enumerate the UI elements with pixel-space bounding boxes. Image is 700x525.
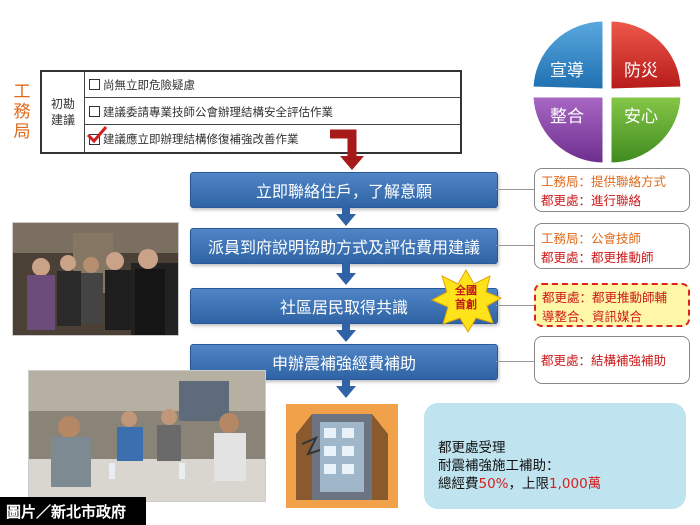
- first-in-nation-badge: 全國 首創: [430, 268, 503, 334]
- flow-arrow-down-icon: [336, 386, 356, 398]
- form-option-label: 建議委請專業技師公會辦理結構安全評估作業: [103, 104, 333, 119]
- photo-site-visit: [12, 222, 179, 336]
- photo-residents-meeting: [28, 370, 266, 502]
- wheel-label: 安心: [624, 107, 658, 127]
- note-line: 都更處：結構補強補助: [541, 352, 667, 368]
- flow-arrow-stem: [342, 379, 350, 388]
- flow-arrow-red-icon: [330, 129, 364, 170]
- badge-line: 首創: [455, 298, 477, 311]
- form-option[interactable]: 尚無立即危險疑慮: [85, 72, 460, 98]
- photo-residents-meeting-image: [29, 371, 265, 501]
- flow-arrow-down-icon: [336, 214, 356, 226]
- connector-line: [496, 189, 534, 190]
- info-text: ，上限: [508, 476, 550, 492]
- step-contact-residents: 立即聯絡住戶，了解意願: [190, 172, 498, 208]
- info-line-funding: 總經費50%，上限1,000萬: [438, 475, 601, 493]
- info-percent: 50%: [478, 476, 509, 492]
- four-goals-wheel: 宣導 防災 整合 安心: [528, 16, 686, 168]
- checkbox-icon[interactable]: [89, 106, 100, 117]
- flow-arrow-down-icon: [336, 330, 356, 342]
- connector-line: [496, 305, 534, 306]
- note-line: 導整合、資訊媒合: [542, 309, 643, 324]
- step-explain-assistance: 派員到府說明協助方式及評估費用建議: [190, 228, 498, 264]
- flow-arrow-stem: [342, 207, 350, 216]
- info-line: 耐震補強施工補助：: [438, 458, 560, 474]
- flow-arrow-stem: [342, 263, 350, 275]
- side-label: 工務局: [13, 82, 31, 142]
- info-cap: 1,000萬: [549, 476, 602, 492]
- note-line: 工務局：提供聯絡方式: [541, 174, 667, 189]
- star-burst-icon: [430, 268, 503, 334]
- checkbox-icon[interactable]: [89, 79, 100, 90]
- subsidy-info-box: 都更處受理 耐震補強施工補助： 總經費50%，上限1,000萬: [424, 403, 686, 509]
- note-line: 都更處：都更推動師: [541, 250, 654, 265]
- note-step3: 都更處：都更推動師輔 導整合、資訊媒合: [534, 283, 690, 327]
- wheel-label: 防災: [624, 61, 658, 81]
- inspection-form: 初勘建議 尚無立即危險疑慮 建議委請專業技師公會辦理結構安全評估作業 建議應立即…: [40, 70, 462, 154]
- info-text: 總經費: [438, 476, 479, 492]
- note-line: 都更處：進行聯絡: [541, 193, 642, 208]
- flow-arrow-stem: [342, 323, 350, 332]
- form-option-label: 尚無立即危險疑慮: [103, 77, 195, 92]
- connector-line: [496, 361, 534, 362]
- form-option[interactable]: 建議應立即辦理結構修復補強改善作業: [85, 125, 460, 152]
- form-option-label: 建議應立即辦理結構修復補強改善作業: [103, 132, 299, 146]
- wheel-label: 整合: [550, 107, 584, 127]
- checkmark-icon: [86, 125, 108, 143]
- image-credit: 圖片／新北市政府: [0, 497, 146, 525]
- note-step2: 工務局：公會技師 都更處：都更推動師: [534, 223, 690, 269]
- note-line: 工務局：公會技師: [541, 231, 642, 246]
- form-header: 初勘建議: [42, 72, 85, 152]
- four-goals-wheel-graphic: [530, 18, 684, 166]
- note-step1: 工務局：提供聯絡方式 都更處：進行聯絡: [534, 168, 690, 212]
- note-step4: 都更處：結構補強補助: [534, 336, 690, 384]
- checkbox-icon[interactable]: [86, 125, 108, 145]
- flow-arrow-down-icon: [336, 273, 356, 285]
- info-line: 都更處受理: [438, 440, 506, 456]
- photo-site-visit-image: [13, 223, 178, 335]
- note-line: 都更處：都更推動師輔: [542, 290, 668, 305]
- building-reinforcement-icon: [286, 404, 398, 508]
- wheel-label: 宣導: [550, 61, 584, 81]
- form-header-text: 初勘建議: [50, 97, 75, 127]
- connector-line: [496, 245, 534, 246]
- badge-line: 全國: [455, 284, 477, 297]
- form-option[interactable]: 建議委請專業技師公會辦理結構安全評估作業: [85, 99, 460, 125]
